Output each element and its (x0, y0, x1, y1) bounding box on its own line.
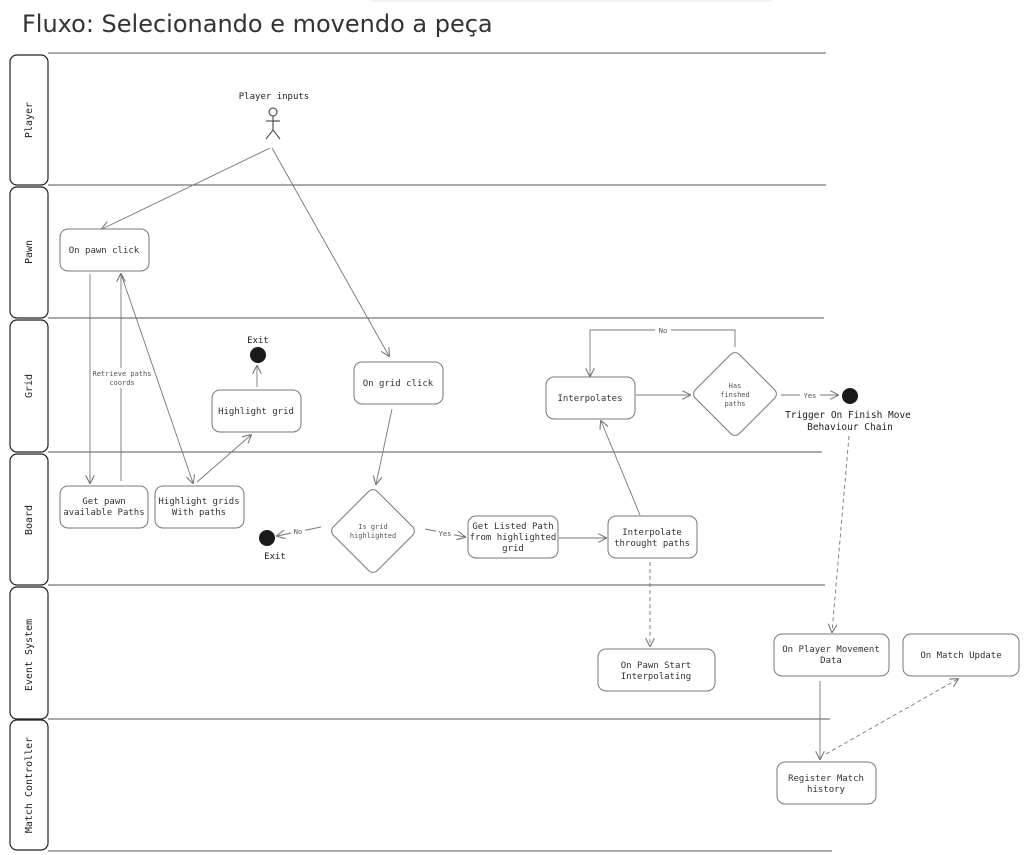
endpoint-exit-grid: Exit (247, 336, 269, 363)
exit-board-label: Exit (264, 552, 286, 562)
lane-label-match-controller: Match Controller (24, 737, 35, 833)
edge-trigger-to-player-movement (832, 435, 850, 632)
node-interpolates: Interpolates (545, 376, 636, 420)
svg-text:With paths: With paths (172, 508, 226, 518)
svg-text:Get pawn: Get pawn (82, 497, 125, 507)
lane-pawn: Pawn (9, 186, 49, 319)
trigger-label-line-1: Trigger On Finish Move (785, 410, 911, 421)
end-node-icon (842, 388, 858, 404)
node-on-pawn-start: On Pawn Start Interpolating (597, 648, 716, 692)
lane-board: Board (9, 453, 49, 586)
node-highlight-grid: Highlight grid (211, 389, 302, 433)
node-on-pawn-click: On pawn click (59, 228, 150, 272)
retrieve-paths-line-1: Retrieve paths (92, 370, 151, 378)
svg-text:On pawn click: On pawn click (69, 246, 140, 256)
svg-text:grid: grid (502, 544, 524, 554)
end-node-icon (250, 347, 266, 363)
svg-text:Interpolate: Interpolate (622, 528, 682, 538)
retrieve-paths-line-2: coords (109, 379, 134, 387)
edge-finished-no-loop (590, 329, 736, 376)
lane-label-grid: Grid (24, 374, 35, 398)
svg-text:from highlighted: from highlighted (470, 533, 557, 543)
node-on-player-movement: On Player Movement Data (773, 633, 890, 677)
lane-grid: Grid (9, 319, 49, 453)
svg-text:On Pawn Start: On Pawn Start (621, 661, 691, 671)
exit-grid-label: Exit (247, 336, 269, 346)
svg-text:No: No (294, 528, 302, 536)
lane-match-controller: Match Controller (9, 719, 49, 851)
lane-label-pawn: Pawn (24, 240, 35, 264)
lane-player: Player (9, 54, 49, 186)
node-highlight-grids: Highlight grids With paths (154, 485, 245, 529)
svg-text:Highlight grid: Highlight grid (218, 407, 294, 417)
svg-text:On grid click: On grid click (363, 379, 434, 389)
node-is-grid-highlighted: Is grid highlighted (331, 489, 415, 573)
edge-actor-to-grid-click (271, 147, 389, 356)
svg-text:Data: Data (820, 656, 842, 666)
node-on-grid-click: On grid click (353, 361, 444, 405)
end-node-icon (259, 530, 275, 546)
edge-label-loop-no: No (655, 326, 671, 335)
edge-label-finish-yes: Yes (800, 391, 820, 400)
svg-text:On Match Update: On Match Update (920, 651, 1001, 661)
lane-label-player: Player (24, 102, 35, 138)
svg-text:No: No (659, 327, 667, 335)
edge-actor-to-pawn-click (102, 147, 271, 229)
svg-text:highlighted: highlighted (350, 532, 396, 540)
svg-text:available Paths: available Paths (63, 508, 144, 518)
svg-text:Interpolates: Interpolates (557, 394, 622, 404)
node-register-match: Register Match history (776, 761, 877, 805)
svg-text:Yes: Yes (439, 530, 452, 538)
edge-grid-click-to-decision (376, 408, 393, 484)
endpoint-exit-board: Exit (259, 530, 286, 562)
edge-interpolate-to-interpolates (601, 421, 641, 516)
svg-text:Has: Has (729, 382, 742, 390)
edge-label-board-yes: Yes (436, 529, 454, 538)
svg-text:finshed: finshed (720, 391, 750, 399)
node-get-pawn-paths: Get pawn available Paths (59, 485, 149, 529)
node-interpolate-paths: Interpolate throught paths (607, 515, 698, 559)
edge-label-board-no: No (291, 527, 305, 536)
trigger-label-line-2: Behaviour Chain (807, 422, 893, 433)
edge-pawn-click-to-highlight-grids (120, 273, 193, 483)
node-on-match-update: On Match Update (902, 633, 1020, 677)
endpoint-trigger-finish: Trigger On Finish Move Behaviour Chain (785, 388, 911, 433)
svg-text:On Player Movement: On Player Movement (782, 645, 880, 655)
svg-text:Yes: Yes (804, 392, 817, 400)
svg-text:Interpolating: Interpolating (621, 672, 691, 682)
svg-text:history: history (807, 785, 846, 795)
lane-label-board: Board (24, 505, 35, 535)
node-has-finished: Has finshed paths (693, 352, 777, 436)
node-get-listed-path: Get Listed Path from highlighted grid (467, 515, 559, 559)
stick-figure-icon (265, 107, 281, 140)
svg-text:Highlight grids: Highlight grids (158, 497, 239, 507)
top-toolbar-edge (369, 0, 773, 2)
lane-label-event-system: Event System (24, 619, 35, 691)
lane-event-system: Event System (9, 586, 49, 720)
svg-text:paths: paths (724, 400, 745, 408)
edge-label-retrieve-paths: Retrieve paths coords (91, 368, 153, 388)
actor-player-inputs: Player inputs (239, 92, 309, 140)
svg-text:throught paths: throught paths (614, 539, 690, 549)
swimlane-dividers (48, 52, 832, 852)
actor-label: Player inputs (239, 92, 309, 102)
edge-register-to-match-update (825, 679, 958, 755)
svg-text:Is grid: Is grid (358, 523, 388, 531)
svg-text:Get Listed Path: Get Listed Path (472, 522, 553, 532)
svg-text:Register Match: Register Match (788, 774, 864, 784)
diagram-title: Fluxo: Selecionando e movendo a peça (22, 10, 493, 38)
edge-highlight-grids-to-highlight-grid (196, 435, 251, 483)
